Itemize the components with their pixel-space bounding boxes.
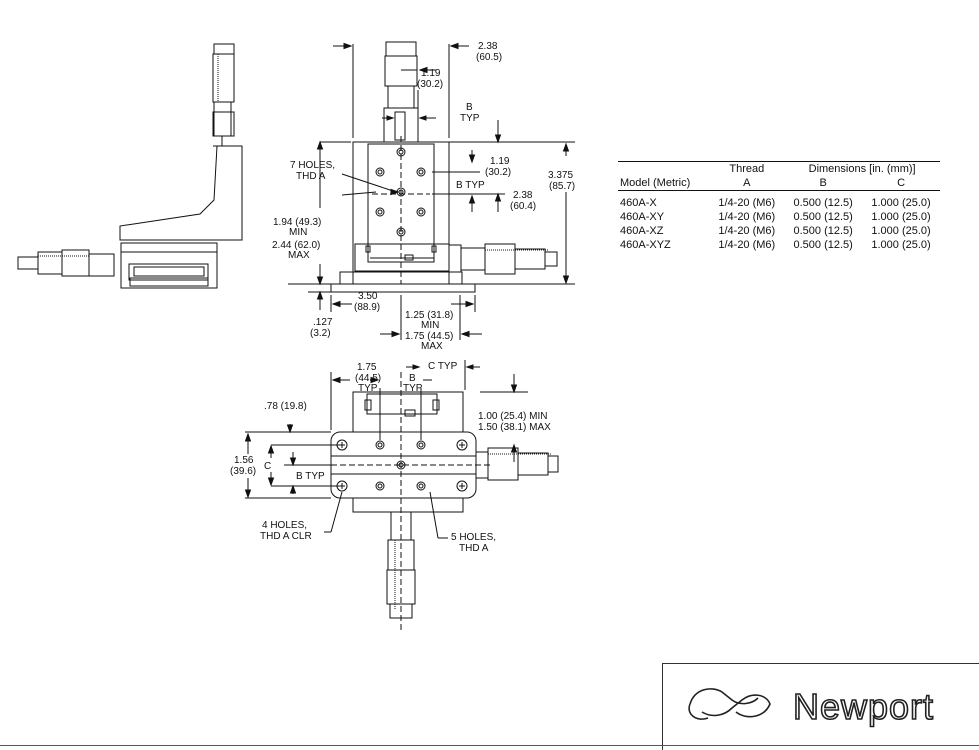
dim-right-119-in: 1.19 <box>490 156 510 167</box>
dim-bot-175-mm: (44.5) <box>355 373 381 384</box>
dim-b-typ-top-1: B <box>466 102 473 113</box>
top-dimension-lines <box>244 360 528 539</box>
cell-c: 1.000 (25.0) <box>871 239 931 251</box>
table-row: 460A-XYZ 1/4-20 (M6) 0.500 (12.5) 1.000 … <box>618 238 940 252</box>
col-header-a: A <box>709 176 785 191</box>
cell-b: 0.500 (12.5) <box>793 197 853 209</box>
dim-side-b-typ: B TYP <box>296 471 325 482</box>
dim-bot-175-in: 1.75 <box>357 362 377 373</box>
dim-plate-mm: (3.2) <box>310 328 331 339</box>
group-header-thread: Thread <box>709 161 785 176</box>
bottom-rule <box>0 745 979 746</box>
dim-max-2: MAX <box>288 250 310 261</box>
dim-plate-in: .127 <box>313 317 333 328</box>
col-header-c: C <box>862 176 940 191</box>
cell-a: 1/4-20 (M6) <box>718 197 776 209</box>
dim-top-width-mm: (60.5) <box>476 52 502 63</box>
table-row: 460A-XY 1/4-20 (M6) 0.500 (12.5) 1.000 (… <box>618 210 940 224</box>
top-view <box>322 372 559 630</box>
cell-model: 460A-XY <box>620 211 665 223</box>
cell-a: 1/4-20 (M6) <box>718 225 776 237</box>
cell-b: 0.500 (12.5) <box>793 225 853 237</box>
dim-min-1: 1.94 (49.3) <box>273 217 321 228</box>
group-header-dimensions: Dimensions [in. (mm)] <box>784 161 940 176</box>
callout-7-holes-2: THD A <box>296 171 326 182</box>
cell-a: 1/4-20 (M6) <box>718 239 776 251</box>
dim-travel-1: 1.25 (31.8) <box>405 310 453 321</box>
dim-screw-max: 1.50 (38.1) MAX <box>478 422 551 433</box>
newport-logo-box: Newport <box>662 663 979 750</box>
cell-c: 1.000 (25.0) <box>871 211 931 223</box>
cell-model: 460A-XZ <box>620 225 664 237</box>
callout-5-holes-1: 5 HOLES, <box>451 532 496 543</box>
dim-bot-b: B <box>409 373 416 384</box>
cell-c: 1.000 (25.0) <box>871 225 931 237</box>
dim-travel-2: MIN <box>421 320 439 331</box>
cell-b: 0.500 (12.5) <box>793 211 853 223</box>
callout-5-holes-2: THD A <box>459 543 489 554</box>
dim-travel-4: MAX <box>421 341 443 352</box>
dim-screw-offset-in: 1.19 <box>421 68 441 79</box>
dim-max-1: 2.44 (62.0) <box>272 240 320 251</box>
callout-4-holes-2: THD A CLR <box>260 531 312 542</box>
dim-side-156-mm: (39.6) <box>230 466 256 477</box>
dim-side-156-in: 1.56 <box>234 455 254 466</box>
cell-model: 460A-X <box>620 197 657 209</box>
front-dimension-lines <box>288 42 575 340</box>
dim-right-238-mm: (60.4) <box>510 201 536 212</box>
cell-model: 460A-XYZ <box>620 239 671 251</box>
dim-height-mm: (85.7) <box>549 181 575 192</box>
dim-right-238-in: 2.38 <box>513 190 533 201</box>
dim-travel-3: 1.75 (44.5) <box>405 331 453 342</box>
callout-7-holes-1: 7 HOLES, <box>290 160 335 171</box>
dim-base-width-in: 3.50 <box>358 291 378 302</box>
col-header-b: B <box>784 176 863 191</box>
dimensions-table: Thread Dimensions [in. (mm)] Model (Metr… <box>618 161 940 252</box>
front-view <box>330 41 558 293</box>
dim-height-in: 3.375 <box>548 170 573 181</box>
dim-side-c: C <box>264 461 271 472</box>
callout-4-holes-1: 4 HOLES, <box>262 520 307 531</box>
cell-c: 1.000 (25.0) <box>871 197 931 209</box>
dim-top-width-in: 2.38 <box>478 41 498 52</box>
dim-min-2: MIN <box>289 227 307 238</box>
cell-b: 0.500 (12.5) <box>793 239 853 251</box>
dim-bot-b-typ: TYP <box>403 383 423 394</box>
dim-c-typ: C TYP <box>428 361 458 372</box>
newport-wordmark: Newport <box>792 685 935 728</box>
col-header-model: Model (Metric) <box>618 176 710 191</box>
dim-b-typ-top-2: TYP <box>460 113 480 124</box>
cell-a: 1/4-20 (M6) <box>718 211 776 223</box>
dim-edge-78: .78 (19.8) <box>264 401 307 412</box>
newport-logo-mark <box>688 688 771 720</box>
side-view <box>17 43 243 289</box>
dim-bot-175-typ: TYP <box>358 383 378 394</box>
table-row: 460A-XZ 1/4-20 (M6) 0.500 (12.5) 1.000 (… <box>618 224 940 238</box>
dim-right-119-mm: (30.2) <box>485 167 511 178</box>
dim-screw-min: 1.00 (25.4) MIN <box>478 411 547 422</box>
dim-screw-offset-mm: (30.2) <box>417 79 443 90</box>
table-row: 460A-X 1/4-20 (M6) 0.500 (12.5) 1.000 (2… <box>618 191 940 211</box>
dim-b-typ-right: B TYP <box>456 180 485 191</box>
dim-base-width-mm: (88.9) <box>354 302 380 313</box>
